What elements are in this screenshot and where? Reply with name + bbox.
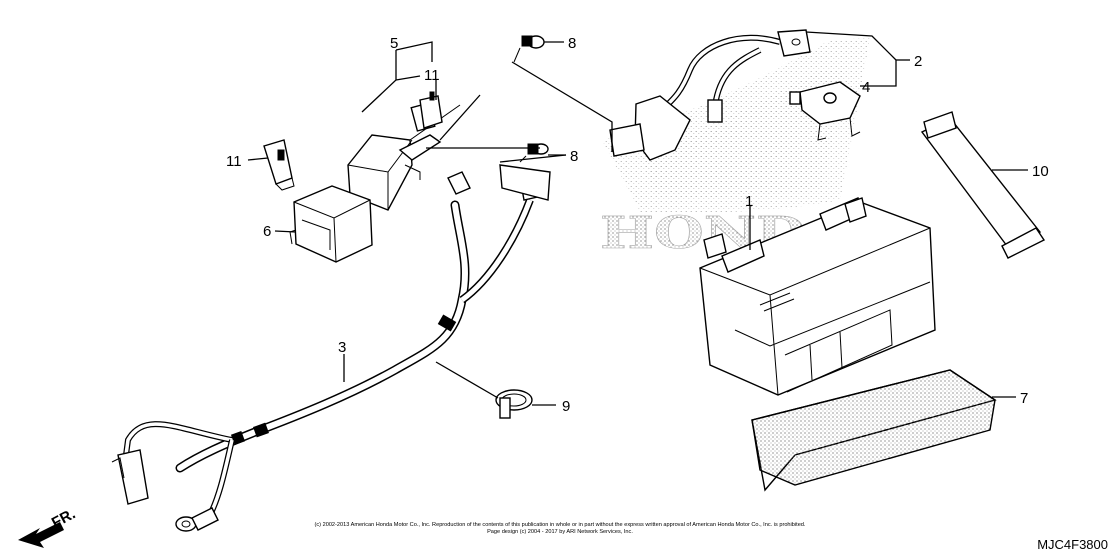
clamp-part-9[interactable] <box>495 389 533 419</box>
bolt-part-8-lower[interactable] <box>519 143 549 163</box>
copyright-notice: (c) 2002-2013 American Honda Motor Co., … <box>210 522 910 535</box>
fuse-part-11-lower[interactable] <box>263 139 295 191</box>
sub-harness-part-2[interactable] <box>609 29 811 161</box>
bolt-part-8-upper[interactable] <box>513 35 545 63</box>
leader-lines <box>247 31 1028 406</box>
battery-pad-part-7[interactable] <box>751 369 997 492</box>
callout-8-upper: 8 <box>568 35 576 52</box>
callout-2: 2 <box>914 53 922 70</box>
callout-11-upper: 11 <box>424 67 440 84</box>
fuse-part-11-upper[interactable] <box>419 91 443 129</box>
callout-9: 9 <box>562 398 570 415</box>
callout-1: 1 <box>745 193 753 210</box>
battery-strap-part-10[interactable] <box>920 111 1046 259</box>
copyright-line-2: Page design (c) 2004 - 2017 by ARI Netwo… <box>487 528 633 535</box>
diagram-id: MJC4F3800 <box>1037 537 1108 552</box>
front-direction-arrow-icon: FR. <box>18 505 78 548</box>
callout-11-lower: 11 <box>226 153 242 170</box>
callout-7: 7 <box>1020 390 1028 407</box>
callout-5: 5 <box>390 35 398 52</box>
callout-4: 4 <box>862 79 870 96</box>
relay-cover-part-6[interactable] <box>289 185 373 263</box>
battery-part-1[interactable] <box>699 197 936 396</box>
callout-6: 6 <box>263 223 271 240</box>
callout-8-lower: 8 <box>570 148 578 165</box>
bracket-part-4[interactable] <box>789 81 861 141</box>
copyright-line-1: (c) 2002-2013 American Honda Motor Co., … <box>314 522 806 528</box>
relay-part-5[interactable] <box>347 102 461 211</box>
callout-10: 10 <box>1032 163 1049 180</box>
wire-harness-part-3[interactable] <box>111 164 551 532</box>
callout-3: 3 <box>338 339 346 356</box>
